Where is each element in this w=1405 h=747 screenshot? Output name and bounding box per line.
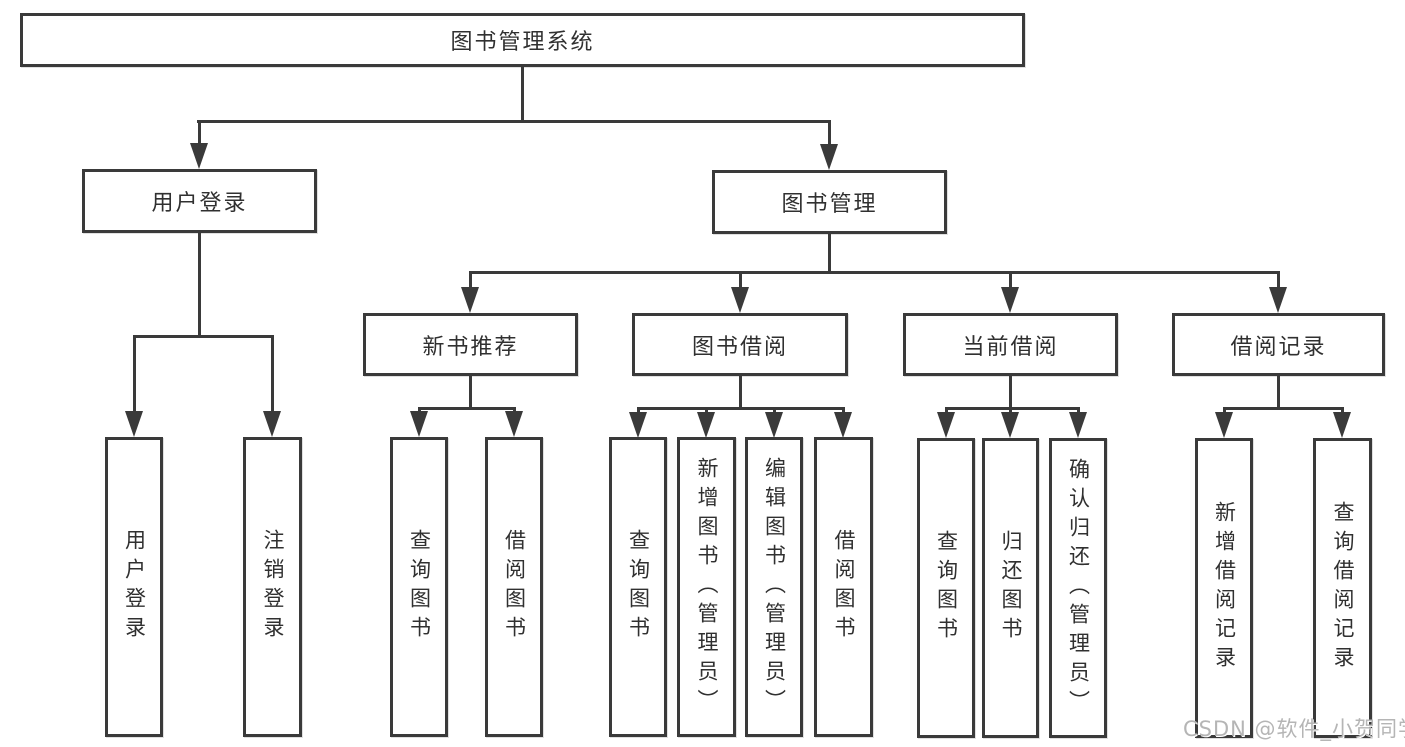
node-user-login: 用户登录 xyxy=(82,169,317,233)
leaf-edit-books-admin: 编辑图书（管理员） xyxy=(745,437,803,737)
connector-line xyxy=(469,271,472,289)
connector-line xyxy=(521,67,524,120)
connector-line xyxy=(1077,407,1080,415)
leaf-borrow-books: 借阅图书 xyxy=(485,437,543,737)
arrowhead-down-icon xyxy=(629,412,647,438)
connector-line xyxy=(637,407,640,415)
connector-line xyxy=(1009,271,1012,289)
node-book-borrow: 图书借阅 xyxy=(632,313,848,376)
arrowhead-down-icon xyxy=(410,411,428,437)
connector-line xyxy=(197,120,831,123)
connector-line xyxy=(637,407,844,410)
arrowhead-down-icon xyxy=(505,411,523,437)
arrowhead-down-icon xyxy=(697,412,715,438)
node-current-borrow: 当前借阅 xyxy=(903,313,1118,376)
connector-line xyxy=(1277,271,1280,289)
arrowhead-down-icon xyxy=(125,411,143,437)
connector-line xyxy=(945,407,1080,410)
node-library-management-system: 图书管理系统 xyxy=(20,13,1025,67)
node-new-book-recommend: 新书推荐 xyxy=(363,313,578,376)
leaf-add-books-admin: 新增图书（管理员） xyxy=(677,437,736,737)
connector-line xyxy=(773,407,776,415)
connector-line xyxy=(469,271,1280,274)
connector-line xyxy=(842,407,845,415)
leaf-add-borrow-record: 新增借阅记录 xyxy=(1195,438,1253,738)
arrowhead-down-icon xyxy=(1333,412,1351,438)
leaf-return-books: 归还图书 xyxy=(982,438,1039,738)
node-label: 图书管理 xyxy=(781,192,878,217)
node-label: 图书管理系统 xyxy=(450,30,595,55)
connector-line xyxy=(945,407,948,415)
leaf-query-books: 查询图书 xyxy=(917,438,975,738)
node-label: 图书借阅 xyxy=(691,334,788,360)
arrowhead-down-icon xyxy=(1269,287,1287,313)
connector-line xyxy=(469,376,472,407)
connector-line xyxy=(271,335,274,413)
arrowhead-down-icon xyxy=(1069,412,1087,438)
connector-line xyxy=(198,120,201,145)
leaf-confirm-return-admin: 确认归还（管理员） xyxy=(1049,438,1107,738)
connector-line xyxy=(1009,376,1012,407)
leaf-query-borrow-record: 查询借阅记录 xyxy=(1313,438,1372,738)
arrowhead-down-icon xyxy=(263,411,281,437)
arrowhead-down-icon xyxy=(834,412,852,438)
connector-line xyxy=(1223,407,1226,415)
watermark: CSDN @软件_小贺同学 xyxy=(1183,717,1405,741)
leaf-query-books: 查询图书 xyxy=(390,437,448,737)
connector-line xyxy=(1223,407,1344,410)
connector-line xyxy=(739,271,742,289)
arrowhead-down-icon xyxy=(190,143,208,169)
connector-line xyxy=(828,234,831,271)
leaf-user-login: 用户登录 xyxy=(105,437,163,737)
connector-line xyxy=(133,335,274,338)
arrowhead-down-icon xyxy=(1001,287,1019,313)
arrowhead-down-icon xyxy=(1001,412,1019,438)
connector-line xyxy=(133,335,136,413)
connector-line xyxy=(1009,407,1012,415)
node-borrow-records: 借阅记录 xyxy=(1172,313,1385,376)
connector-line xyxy=(418,407,516,410)
connector-line xyxy=(198,233,201,335)
connector-line xyxy=(1341,407,1344,415)
node-label: 借阅记录 xyxy=(1230,334,1327,360)
node-book-management: 图书管理 xyxy=(712,170,947,234)
arrowhead-down-icon xyxy=(765,412,783,438)
arrowhead-down-icon xyxy=(820,144,838,170)
connector-line xyxy=(739,376,742,407)
node-label: 新书推荐 xyxy=(422,334,519,360)
node-label: 用户登录 xyxy=(151,191,248,216)
arrowhead-down-icon xyxy=(1215,412,1233,438)
leaf-query-books: 查询图书 xyxy=(609,437,667,737)
leaf-borrow-books: 借阅图书 xyxy=(814,437,873,737)
arrowhead-down-icon xyxy=(461,287,479,313)
arrowhead-down-icon xyxy=(731,287,749,313)
node-label: 当前借阅 xyxy=(962,334,1059,360)
leaf-logout: 注销登录 xyxy=(243,437,302,737)
connector-line xyxy=(705,407,708,415)
arrowhead-down-icon xyxy=(937,412,955,438)
connector-line xyxy=(1277,376,1280,407)
connector-line xyxy=(828,120,831,146)
